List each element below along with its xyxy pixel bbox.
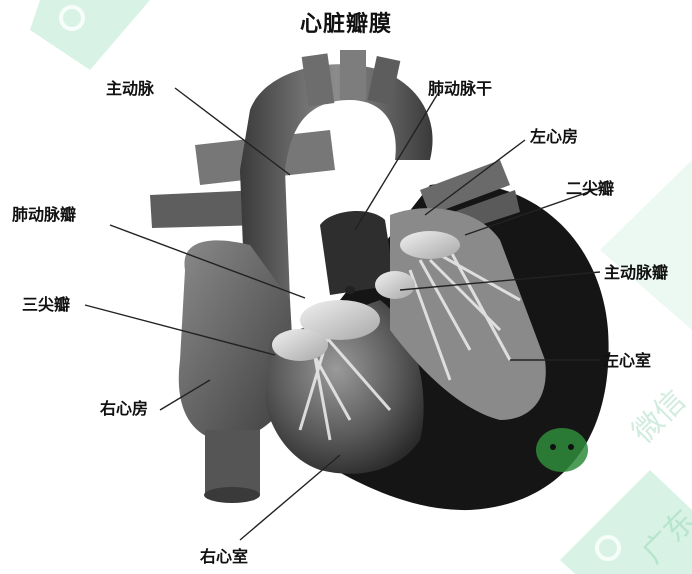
label-aorta: 主动脉 bbox=[106, 80, 154, 98]
label-right-atrium: 右心房 bbox=[100, 400, 148, 418]
label-pulmonary-valve: 肺动脉瓣 bbox=[12, 206, 76, 224]
label-left-ventricle: 左心室 bbox=[603, 352, 651, 370]
wechat-icon bbox=[536, 428, 588, 472]
label-left-atrium: 左心房 bbox=[530, 128, 578, 146]
label-aortic-valve: 主动脉瓣 bbox=[604, 264, 668, 282]
diagram-title: 心脏瓣膜 bbox=[0, 6, 692, 38]
label-tricuspid-valve: 三尖瓣 bbox=[22, 296, 70, 314]
label-right-ventricle: 右心室 bbox=[200, 548, 248, 566]
label-pulmonary-trunk: 肺动脉干 bbox=[428, 80, 492, 98]
label-mitral-valve: 二尖瓣 bbox=[566, 180, 614, 198]
